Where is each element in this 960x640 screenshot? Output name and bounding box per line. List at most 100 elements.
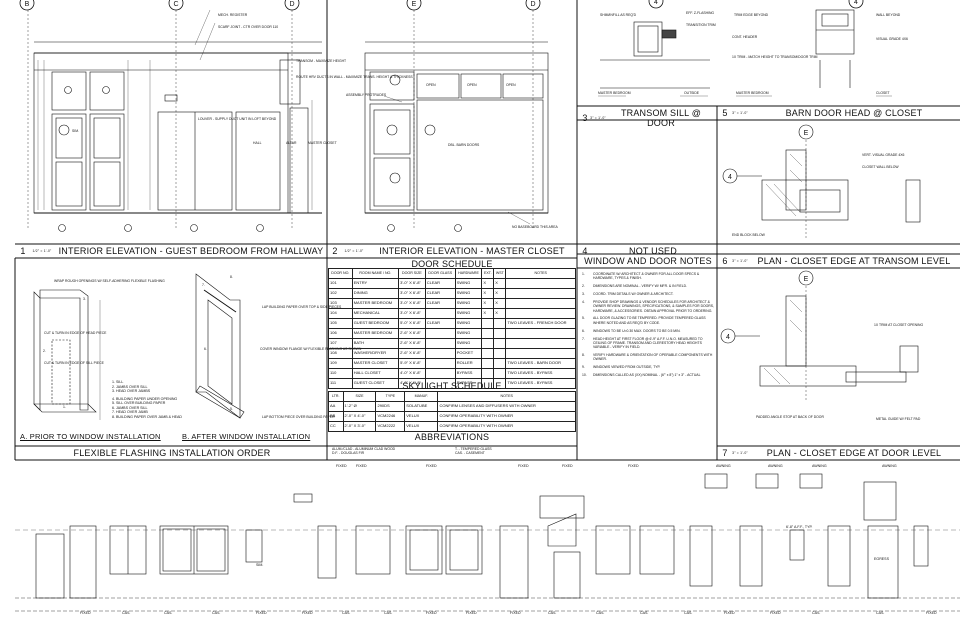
table-cell: 3'-0" X 6'-8" <box>398 288 426 299</box>
elevation-master-closet <box>364 10 549 232</box>
svg-text:AWNING: AWNING <box>716 464 731 468</box>
door-col-header: DOOR GLASS <box>424 268 456 279</box>
svg-text:FIXED: FIXED <box>562 464 573 468</box>
list-item: 8.VERIFY HARDWARE & ORIENTATION OF OPERA… <box>582 353 714 362</box>
p7-note-1xtrim: 1X TRIM AT CLOSET OPENING <box>874 323 923 327</box>
svg-text:CAS.: CAS. <box>876 611 884 615</box>
p2-note-open1: OPEN <box>426 83 436 87</box>
flashing-title: FLEXIBLE FLASHING INSTALLATION ORDER <box>73 448 271 458</box>
note-number: 4. <box>582 299 585 304</box>
flash-step-8: 8. <box>230 275 233 279</box>
table-cell: TWO LEAVES - FRENCH DOOR <box>505 318 576 329</box>
table-cell <box>493 348 507 359</box>
table-cell: VELUX <box>404 421 439 432</box>
p7-bubble-e: E <box>804 276 809 283</box>
svg-text:FIXED: FIXED <box>926 611 937 615</box>
svg-text:AWNING: AWNING <box>812 464 827 468</box>
svg-text:CAS.: CAS. <box>212 611 220 615</box>
list-item: 3.COORD. TRIM DETAILS W/ OWNER & ARCHITE… <box>582 292 714 296</box>
table-cell: VELUX <box>404 411 439 422</box>
p7-note-metal: METAL GUIDE W/ FELT PAD <box>876 417 921 421</box>
grid-bubble-c: C <box>173 1 178 8</box>
table-cell <box>424 348 456 359</box>
panel-5-title: 5 3" = 1'-0" BARN DOOR HEAD @ CLOSET <box>722 108 923 118</box>
p1-note-scarf: SCARF JOINT - CTR OVER DOOR 110 <box>218 25 278 29</box>
table-cell: X <box>481 308 495 319</box>
grid-bubble-b: B <box>25 1 30 8</box>
list-item: 6.WINDOWS TO BE U=0.30 MAX. DOORS TO BE … <box>582 329 714 333</box>
table-cell <box>505 338 576 349</box>
p5-note-wall: WALL BEYOND <box>876 13 901 17</box>
table-cell: 2'-0" X 3'-0" <box>342 421 377 432</box>
list-item: 2.DIMENSIONS ARE NOMINAL - VERIFY W/ MFR… <box>582 284 714 288</box>
door-col-header: WST <box>493 268 507 279</box>
table-cell: X <box>481 298 495 309</box>
detail-barn-door-head <box>736 9 892 97</box>
table-cell: BYPASS <box>454 378 483 389</box>
door-schedule-title: DOOR SCHEDULE <box>411 259 493 269</box>
table-cell: 103 <box>328 298 353 309</box>
table-cell: BB <box>328 411 344 422</box>
flash-note-lap-bottom: LAP BOTTOM PIECE OVER BUILDING PAPER <box>262 415 335 419</box>
p6-bubble-e: E <box>804 130 809 137</box>
table-cell: SWING <box>454 288 483 299</box>
flash-step-1: 1. <box>63 405 66 409</box>
table-cell: 2'-6" X 6'-8" <box>398 348 426 359</box>
grid-bubble-d2: D <box>530 1 535 8</box>
note-text: VERIFY HARDWARE & ORIENTATION OF OPERABL… <box>593 353 713 362</box>
detail-transom-sill <box>598 21 710 97</box>
table-cell: 108 <box>328 348 353 359</box>
flash-note-lap-top: LAP BUILDING PAPER OVER TOP & SIDE PIECE… <box>262 305 342 309</box>
table-cell: X <box>481 288 495 299</box>
note-text: WINDOWS TO BE U=0.30 MAX. DOORS TO BE 0.… <box>593 328 681 333</box>
abbreviations-title: ABBREVIATIONS <box>414 432 490 442</box>
table-cell: WASHER/DRYER <box>351 348 400 359</box>
grid-bubble-4a: 4 <box>654 0 658 6</box>
table-cell: X <box>493 308 507 319</box>
svg-text:FIXED: FIXED <box>80 611 91 615</box>
svg-text:FIXED: FIXED <box>510 611 521 615</box>
p3-note-flashing: EFF. Z-FLASHING <box>686 11 714 15</box>
table-cell: CLEAR <box>424 318 456 329</box>
skylight-col-header: SIZE <box>342 391 377 402</box>
table-cell: 4'-0" X 6'-8" <box>398 368 426 379</box>
table-cell: HALL CLOSET <box>351 368 400 379</box>
window-elevations <box>15 473 960 612</box>
panel-2-title: 2 1/2" = 1'-0" INTERIOR ELEVATION - MAST… <box>332 246 565 256</box>
svg-text:FIXED: FIXED <box>518 464 529 468</box>
window-tag-egress: EGRESS <box>874 557 890 561</box>
note-text: COORD. TRIM DETAILS W/ OWNER & ARCHITECT… <box>593 292 674 297</box>
table-cell: ROLLER <box>454 358 483 369</box>
window-tags-bottom: FIXED CAS. CAS. CAS. FIXED FIXED CAS. CA… <box>80 611 937 615</box>
table-cell: 110 <box>328 368 353 379</box>
svg-text:FIXED: FIXED <box>628 464 639 468</box>
table-cell: SWING <box>454 308 483 319</box>
table-cell <box>493 368 507 379</box>
table-cell: 2'-0" X 4'-0" <box>342 411 377 422</box>
p6-note-endblock: END BLOCK BELOW <box>732 233 766 237</box>
door-col-header: EXT. <box>481 268 495 279</box>
panel-1-title: 1 1/2" = 1'-0" INTERIOR ELEVATION - GUES… <box>20 246 324 256</box>
table-cell: 101 <box>328 278 353 289</box>
svg-text:CAS.: CAS. <box>640 611 648 615</box>
skylight-schedule-title: SKYLIGHT SCHEDULE <box>402 381 502 391</box>
table-cell: 5'-9" X 6'-8" <box>398 358 426 369</box>
table-cell <box>424 338 456 349</box>
note-number: 10. <box>582 373 587 378</box>
flash-step-5: 5. <box>230 407 233 411</box>
table-cell: X <box>493 288 507 299</box>
flash-note-sill: CUT & TURN IN EDGE OF SILL PIECE <box>44 361 105 365</box>
list-item: 7.HEAD HEIGHT AT FIRST FLOOR @ 6'-9" A.F… <box>582 337 714 350</box>
svg-text:FIXED: FIXED <box>302 611 313 615</box>
table-cell: 290DS <box>375 401 406 412</box>
table-cell: MASTER CLOSET <box>351 358 400 369</box>
elevation-guest-bedroom <box>27 9 322 232</box>
svg-text:FIXED: FIXED <box>426 464 437 468</box>
